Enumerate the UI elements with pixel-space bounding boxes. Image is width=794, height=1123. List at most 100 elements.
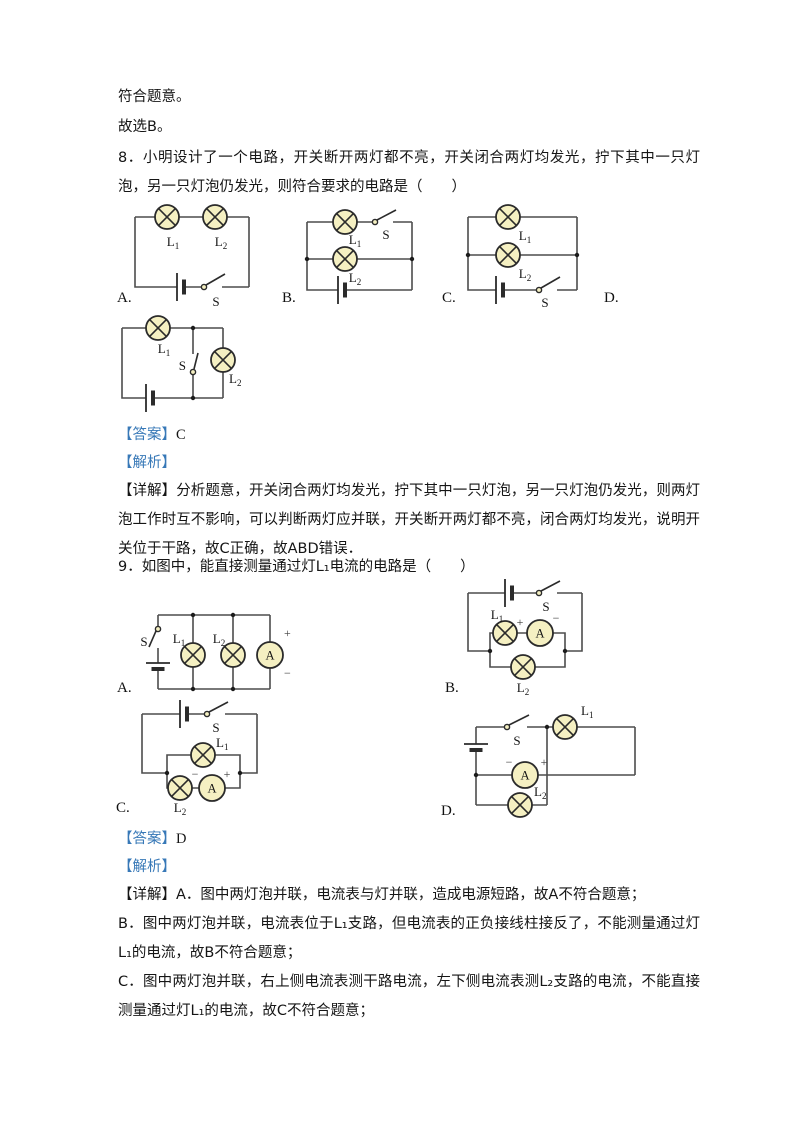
q8-option-a-label: A.	[117, 290, 132, 306]
battery-icon	[144, 382, 155, 414]
q9-option-a-label: A.	[117, 680, 132, 696]
lamp-l1-label: L1	[349, 232, 361, 249]
plus-sign: +	[224, 767, 231, 781]
detail-label: 【详解】	[118, 483, 177, 499]
detail-label: 【详解】	[118, 887, 176, 903]
lamp-l2-label: L2	[229, 371, 241, 388]
q9-option-b-label: B.	[445, 680, 459, 696]
q9-option-d-label: D.	[441, 803, 456, 819]
plus-sign: +	[541, 755, 548, 769]
q8-option-c-label: C.	[442, 290, 456, 306]
minus-sign: −	[192, 767, 199, 781]
q9-option-c-label: C.	[116, 800, 130, 816]
q8-circuit-c: L1 L2 S	[465, 204, 580, 310]
q9-circuit-c: A L1 − + S L2	[141, 698, 258, 817]
battery-icon	[462, 742, 490, 752]
lamp-l2-icon	[510, 654, 536, 680]
lamp-l2-label: L2	[517, 680, 529, 697]
switch-label: S	[542, 599, 549, 614]
switch-blade-icon	[376, 209, 397, 221]
q8-analysis-label: 【解析】	[118, 455, 176, 471]
lamp-l2-label: L2	[349, 270, 361, 287]
q9-stem: 9．如图中，能直接测量通过灯L₁电流的电路是（ ）	[118, 559, 475, 575]
switch-pivot-icon	[535, 589, 543, 597]
lamp-l1-icon	[332, 209, 358, 235]
lamp-l2-icon	[210, 347, 236, 373]
junction-dot	[190, 686, 196, 692]
q8-circuit-d: L1 L2 S	[121, 315, 241, 414]
junction-dot	[230, 612, 236, 618]
q9-detail-c: C．图中两灯泡并联，右上侧电流表测干路电流，左下侧电流表测L₂支路的电流，不能直…	[118, 974, 700, 1019]
answer-label: 【答案】	[118, 831, 176, 847]
switch-label: S	[382, 227, 389, 242]
plus-sign: +	[284, 626, 291, 640]
minus-sign: −	[506, 755, 513, 769]
lamp-l1-label: L1	[491, 607, 503, 624]
junction-dot	[304, 256, 310, 262]
lamp-l1-label: L1	[167, 234, 179, 251]
q8-option-d-label: D.	[604, 290, 619, 306]
lamp-l2-label: L2	[174, 800, 186, 817]
q8-circuit-a: L1 L2 S	[134, 204, 250, 309]
junction-dot	[562, 648, 568, 654]
q9-detail-b: B．图中两灯泡并联，电流表位于L₁支路，但电流表的正负接线柱接反了，不能测量通过…	[118, 916, 700, 961]
junction-dot	[409, 256, 415, 262]
switch-label: S	[179, 358, 186, 373]
q9-answer-line: 【答案】D	[118, 825, 700, 854]
junction-dot	[237, 770, 243, 776]
switch-pivot-icon	[535, 286, 543, 294]
junction-dot	[465, 252, 471, 258]
lamp-l2-icon	[167, 775, 193, 801]
switch-label: S	[212, 294, 219, 309]
lamp-l2-icon	[202, 204, 228, 230]
q9-circuit-a: A L1 L2 + − S	[140, 612, 291, 692]
battery-icon	[336, 274, 347, 306]
switch-blade-icon	[193, 352, 199, 370]
battery-icon	[175, 271, 186, 303]
answer-label: 【答案】	[118, 427, 176, 443]
ammeter-label: A	[265, 649, 274, 663]
switch-blade-icon	[540, 276, 561, 289]
intro-line-1: 符合题意。	[118, 89, 191, 105]
switch-blade-icon	[208, 701, 229, 713]
ammeter-label: A	[207, 782, 216, 796]
switch-blade-icon	[540, 580, 561, 592]
lamp-l1-icon	[145, 315, 171, 341]
ammeter-label: A	[535, 627, 544, 641]
lamp-l2-icon	[332, 246, 358, 272]
q9-answer-letter: D	[176, 831, 187, 847]
junction-dot	[190, 395, 196, 401]
lamp-l1-icon	[154, 204, 180, 230]
switch-pivot-icon	[189, 368, 197, 376]
switch-blade-icon	[148, 630, 157, 648]
switch-pivot-icon	[371, 218, 379, 226]
q8-answer-letter: C	[176, 427, 186, 443]
q8-circuit-b: L1 L2 S	[304, 209, 415, 306]
switch-pivot-icon	[154, 625, 162, 633]
lamp-l2-icon	[495, 242, 521, 268]
q8-stem: 8．小明设计了一个电路，开关断开两灯都不亮，开关闭合两灯均发光，拧下其中一只灯泡…	[118, 150, 700, 195]
lamp-l2-icon	[507, 792, 533, 818]
switch-pivot-icon	[203, 710, 211, 718]
junction-dot	[190, 325, 196, 331]
battery-icon	[144, 661, 172, 671]
switch-pivot-icon	[200, 283, 208, 291]
junction-dot	[544, 724, 550, 730]
junction-dot	[487, 648, 493, 654]
junction-dot	[574, 252, 580, 258]
switch-blade-icon	[508, 714, 530, 726]
minus-sign: −	[553, 611, 560, 625]
lamp-l2-label: L2	[215, 234, 227, 251]
junction-dot	[164, 770, 170, 776]
q8-detail: 【详解】分析题意，开关闭合两灯均发光，拧下其中一只灯泡，另一只灯泡仍发光，则两灯…	[118, 483, 701, 557]
junction-dot	[190, 612, 196, 618]
lamp-l1-label: L1	[158, 341, 170, 358]
switch-label: S	[513, 733, 520, 748]
plus-sign: +	[517, 615, 524, 629]
switch-blade-icon	[205, 273, 226, 286]
battery-icon	[503, 577, 514, 609]
q9-analysis-label: 【解析】	[118, 859, 176, 875]
q9-circuit-d: A L1 S − + L2	[462, 703, 636, 818]
minus-sign: −	[284, 666, 291, 680]
